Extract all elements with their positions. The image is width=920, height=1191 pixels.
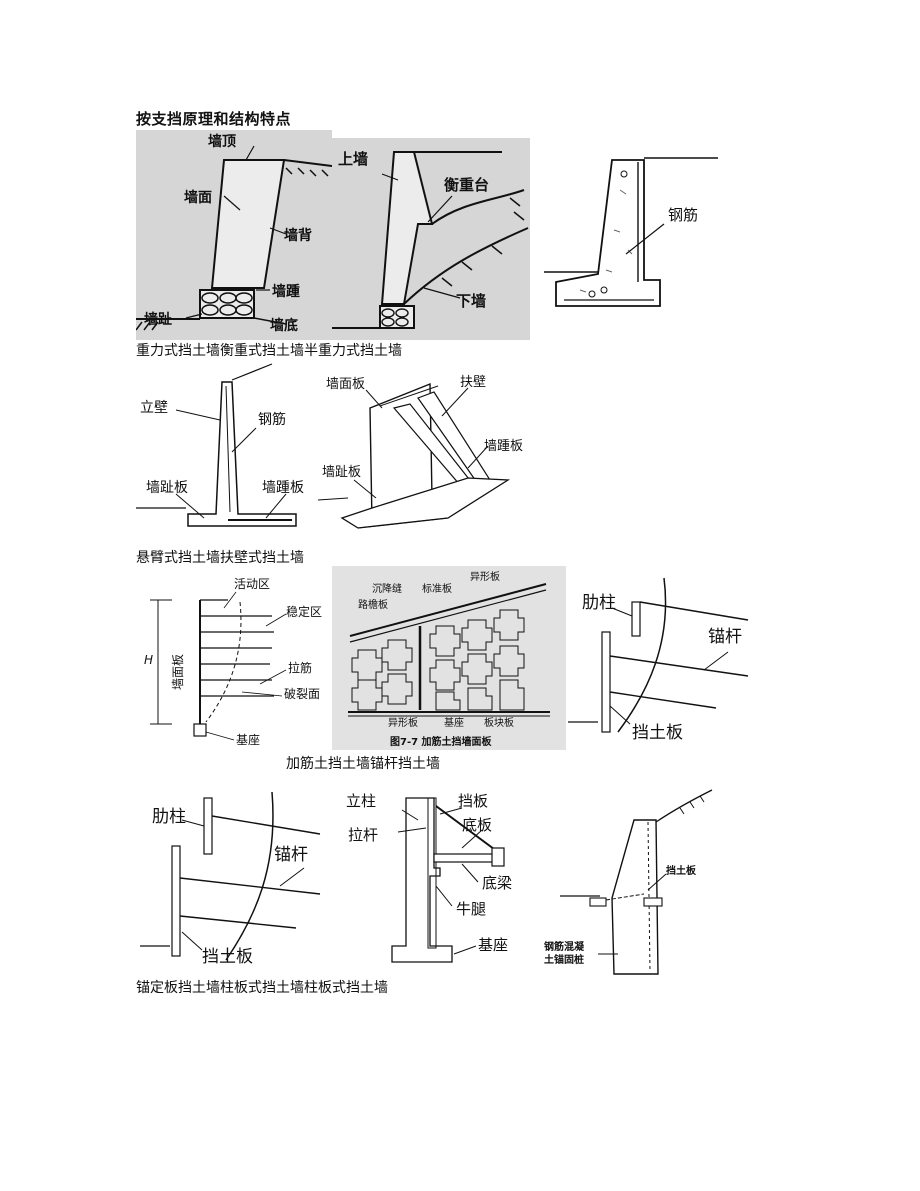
gravity-label-toe: 墙趾 [144, 311, 172, 328]
caption-row3: 加筋土挡土墙锚杆挡土墙 [286, 756, 440, 772]
panel-label-joint: 沉降缝 [372, 582, 402, 595]
panel-label-shaped-top: 异形板 [470, 570, 500, 583]
column-plate-label-bottom-plate: 底板 [462, 816, 492, 834]
reinforced-label-base: 基座 [236, 732, 260, 747]
balance-label-shelf: 衡重台 [444, 176, 489, 194]
pile-plate-label-pile-line2: 土锚固桩 [544, 953, 584, 966]
caption-row4: 锚定板挡土墙柱板式挡土墙柱板式挡土墙 [136, 980, 388, 996]
semi-gravity-label-rebar: 钢筋 [668, 206, 698, 224]
pile-plate-label-plate: 挡土板 [666, 864, 697, 877]
cantilever-wall-figure: 立壁 钢筋 墙趾板 墙踵板 [136, 362, 308, 542]
panel-figure-title: 图7-7 加筋土挡墙面板 [390, 735, 493, 748]
counterfort-label-buttress: 扶壁 [460, 375, 486, 390]
column-plate-label-corbel: 牛腿 [456, 900, 486, 918]
cantilever-label-stem: 立壁 [140, 400, 168, 416]
reinforced-panel-figure: 路檐板 沉降缝 标准板 异形板 异形板 基座 板块板 图7-7 加筋土挡墙面板 [332, 566, 566, 750]
anchor-plate-wall-figure: 肋柱 锚杆 挡土板 [136, 786, 326, 972]
reinforced-label-h: H [144, 653, 153, 667]
anchor-rod-label-rib: 肋柱 [582, 593, 616, 613]
gravity-label-base: 墙底 [270, 317, 298, 334]
reinforced-label-stable: 稳定区 [286, 604, 322, 619]
gravity-label-face: 墙面 [184, 189, 212, 206]
panel-label-block: 板块板 [484, 716, 514, 729]
cantilever-label-rebar: 钢筋 [258, 411, 286, 428]
gravity-wall-figure: 墙顶 墙面 墙背 墙踵 墙趾 墙底 [136, 130, 332, 340]
anchor-rod-wall-figure: 肋柱 锚杆 挡土板 [568, 572, 754, 748]
gravity-label-top: 墙顶 [208, 133, 236, 150]
cantilever-label-toe: 墙趾板 [146, 480, 188, 496]
caption-row2: 悬臂式挡土墙扶壁式挡土墙 [136, 550, 304, 566]
column-plate-label-base: 基座 [478, 936, 508, 954]
reinforced-earth-wall-figure: H 活动区 稳定区 拉筋 破裂面 基座 墙面板 [136, 572, 332, 750]
panel-label-std: 标准板 [422, 582, 452, 595]
cantilever-label-heel: 墙踵板 [262, 480, 304, 496]
balance-label-upper: 上墙 [338, 150, 368, 168]
column-plate-label-column: 立柱 [346, 792, 376, 810]
anchor-plate-label-plate: 挡土板 [202, 947, 253, 967]
counterfort-label-heel: 墙踵板 [484, 439, 523, 454]
reinforced-label-active: 活动区 [234, 577, 270, 591]
panel-label-shaped-bottom: 异形板 [388, 716, 418, 729]
counterfort-label-face: 墙面板 [326, 377, 365, 392]
panel-label-road: 路檐板 [358, 598, 388, 611]
column-plate-label-board: 挡板 [458, 792, 488, 810]
page-heading: 按支挡原理和结构特点 [136, 110, 292, 128]
column-plate-wall-figure: 立柱 挡板 拉杆 底板 底梁 牛腿 基座 [342, 786, 538, 972]
pile-plate-label-pile-line1: 钢筋混凝 [544, 940, 585, 953]
column-plate-label-tie: 拉杆 [348, 826, 378, 844]
semi-gravity-wall-figure: 钢筋 [540, 150, 730, 312]
counterfort-label-toe: 墙趾板 [322, 465, 361, 480]
reinforced-label-failure: 破裂面 [284, 686, 320, 701]
panel-label-base: 基座 [444, 716, 464, 729]
pile-plate-wall-figure: 挡土板 钢筋混凝 土锚固桩 [540, 786, 720, 976]
anchor-rod-label-rod: 锚杆 [708, 627, 742, 647]
balance-weight-wall-figure: 上墙 衡重台 下墙 [332, 138, 530, 340]
anchor-plate-label-rod: 锚杆 [274, 845, 308, 865]
reinforced-label-strip: 拉筋 [288, 660, 312, 675]
gravity-label-back: 墙背 [284, 227, 312, 244]
counterfort-wall-figure: 墙面板 扶壁 墙踵板 墙趾板 [318, 368, 530, 538]
reinforced-label-panel: 墙面板 [171, 654, 185, 690]
balance-label-lower: 下墙 [456, 292, 486, 310]
gravity-label-heel: 墙踵 [272, 283, 300, 300]
column-plate-label-bottom-beam: 底梁 [482, 874, 512, 892]
caption-row1: 重力式挡土墙衡重式挡土墙半重力式挡土墙 [136, 343, 402, 359]
anchor-plate-label-rib: 肋柱 [152, 807, 186, 827]
anchor-rod-label-plate: 挡土板 [632, 723, 683, 743]
